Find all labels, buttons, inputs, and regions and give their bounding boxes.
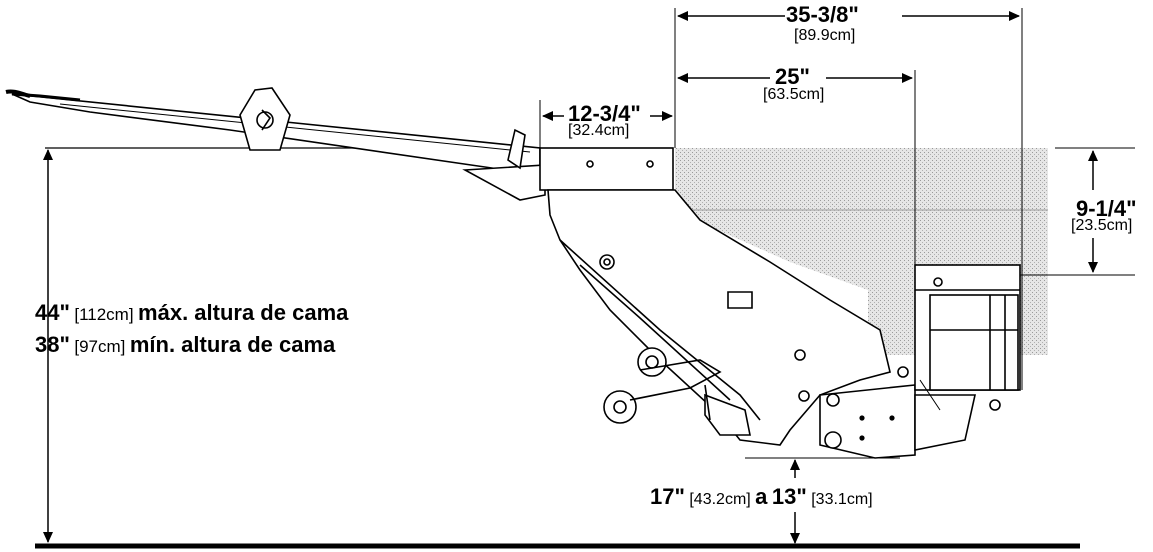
clearance-to-metric: [33.1cm] [811,491,873,508]
max-bed-height-text: máx. altura de cama [138,300,349,325]
clearance-joiner: a [755,484,768,509]
hitch-frame [547,189,1021,459]
side-height-imperial: 9-1/4" [1076,196,1137,221]
max-bed-height-imperial: 44" [35,300,70,325]
min-bed-height-label: 38" [97cm] mín. altura de cama [35,334,335,356]
side-height-metric: [23.5cm] [1071,217,1133,234]
overall-width-imperial: 35-3/8" [786,2,859,27]
min-bed-height-metric: [97cm] [74,337,126,356]
clearance-to-imperial: 13" [771,484,807,509]
clearance-label: 17" [43.2cm] a 13" [33.1cm] [650,486,873,508]
max-bed-height-label: 44" [112cm] máx. altura de cama [35,302,348,324]
clearance-from-imperial: 17" [650,484,685,509]
overall-width-metric: [89.9cm] [794,27,856,44]
min-bed-height-imperial: 38" [35,332,70,357]
top-width-metric: [32.4cm] [568,122,630,139]
clearance-from-metric: [43.2cm] [689,491,751,508]
min-bed-height-text: mín. altura de cama [129,332,336,357]
max-bed-height-metric: [112cm] [74,305,134,324]
top-width-imperial: 12-3/4" [568,101,641,126]
mid-width-metric: [63.5cm] [763,86,825,103]
loader-arm [5,87,674,201]
mid-width-imperial: 25" [775,64,810,89]
